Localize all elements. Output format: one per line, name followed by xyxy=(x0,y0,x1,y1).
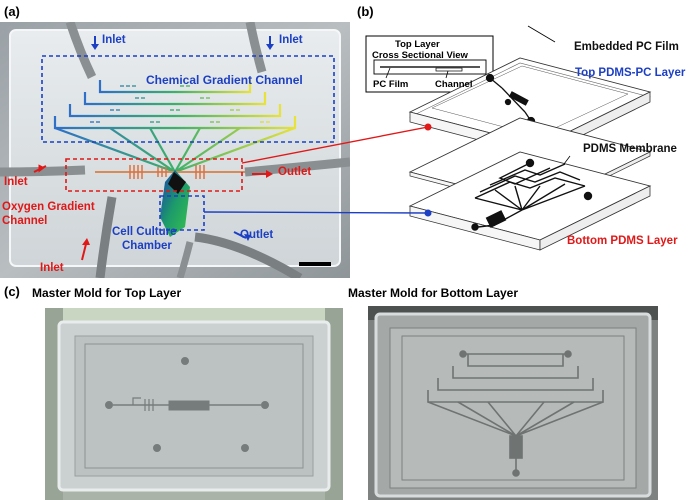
caption-top-layer-mold: Master Mold for Top Layer xyxy=(32,286,182,300)
label-oxygen-gradient-line1: Oxygen Gradient xyxy=(2,201,95,213)
panel-label-c: (c) xyxy=(4,284,20,299)
label-cell-culture-line2: Chamber xyxy=(122,240,172,252)
exploded-view xyxy=(350,0,700,280)
bottom-layer-mold-graphic xyxy=(368,306,658,500)
inset-pc-film: PC Film xyxy=(373,79,409,90)
panel-label-b: (b) xyxy=(357,4,374,19)
label-inlet-top-right: Inlet xyxy=(279,34,303,46)
label-outlet-mid: Outlet xyxy=(278,166,312,178)
label-embedded-pc-film: Embedded PC Film xyxy=(574,41,679,53)
label-cell-culture-line1: Cell Culture xyxy=(112,226,177,238)
exploded-view-graphic xyxy=(365,25,652,251)
device-photo-graphic xyxy=(0,22,350,278)
top-layer-mold-graphic xyxy=(45,308,343,500)
label-inlet-top-left: Inlet xyxy=(102,34,126,46)
label-inlet-bottom-left: Inlet xyxy=(40,262,64,274)
inset-title-line2: Cross Sectional View xyxy=(372,50,468,61)
bottom-layer-mold-photo xyxy=(368,306,658,500)
label-pdms-membrane: PDMS Membrane xyxy=(583,143,677,155)
label-inlet-mid-left: Inlet xyxy=(4,176,28,188)
device-photo xyxy=(0,22,350,278)
panel-label-a: (a) xyxy=(4,4,20,19)
caption-bottom-layer-mold: Master Mold for Bottom Layer xyxy=(348,286,519,300)
label-top-pdms-pc-layer: Top PDMS-PC Layer xyxy=(575,67,686,79)
label-bottom-pdms-layer: Bottom PDMS Layer xyxy=(567,235,678,247)
inset-title-line1: Top Layer xyxy=(395,39,440,50)
inset-channel: Channel xyxy=(435,79,473,90)
top-layer-mold-photo xyxy=(45,308,343,500)
label-outlet-bottom: Outlet xyxy=(240,229,274,241)
label-chemical-gradient-channel: Chemical Gradient Channel xyxy=(146,73,303,87)
label-oxygen-gradient-line2: Channel xyxy=(2,215,48,227)
